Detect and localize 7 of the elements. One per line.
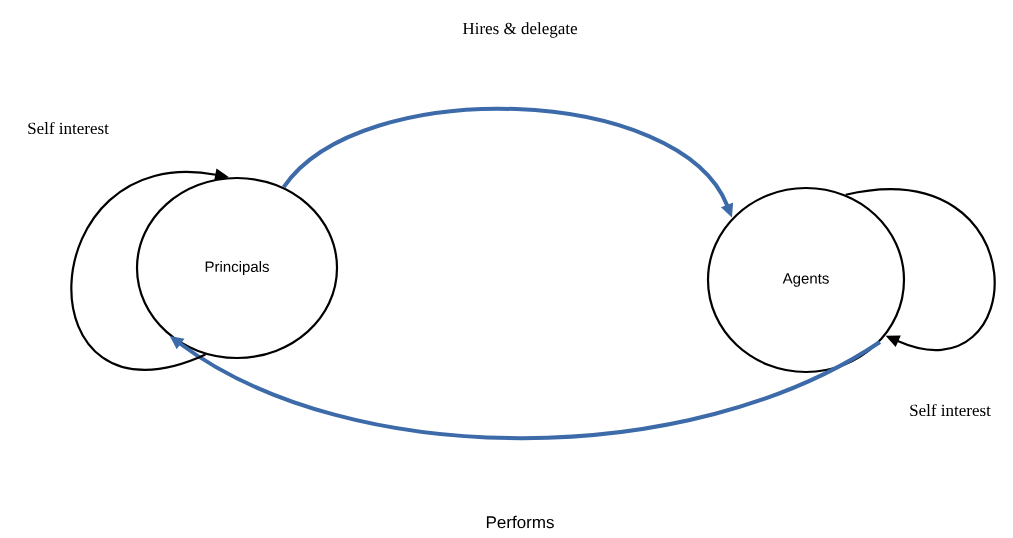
edge-label: Hires & delegate: [462, 22, 577, 38]
ellipse-node: Principals: [135, 176, 339, 360]
ellipse-node: Agents: [706, 186, 906, 374]
edge-label: Performs: [486, 515, 554, 529]
arrow: [845, 188, 996, 351]
edge-label: Self interest: [28, 121, 109, 135]
edge-label: Self interest: [910, 403, 991, 417]
